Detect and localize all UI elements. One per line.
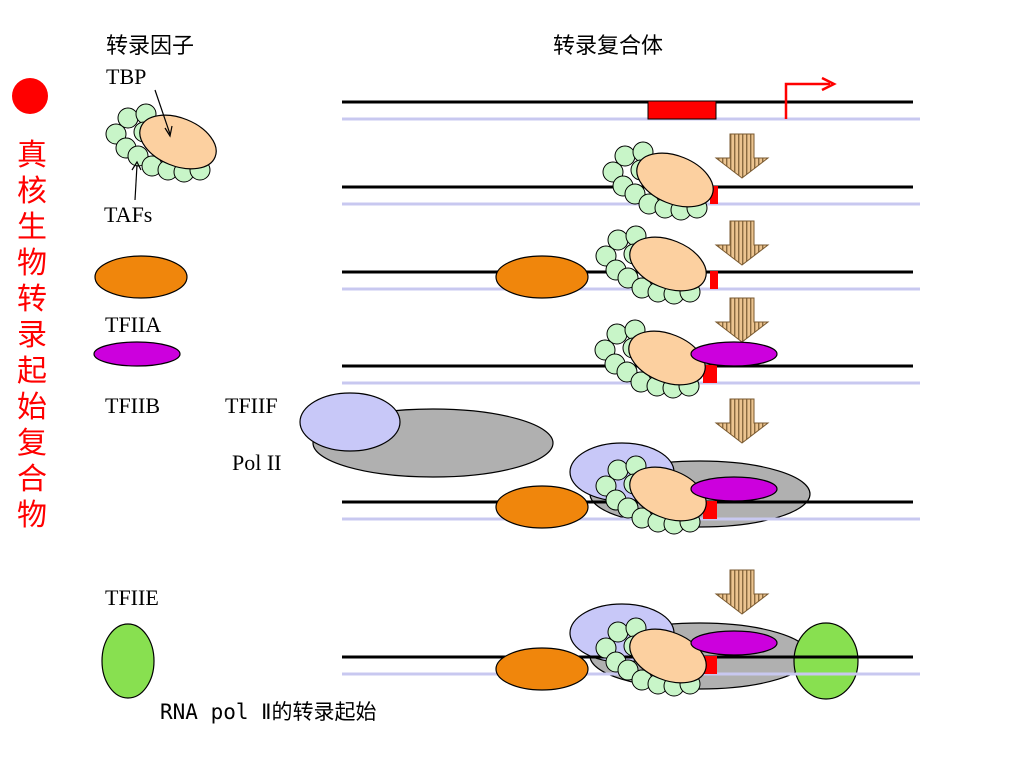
step-arrow-5 — [715, 569, 769, 615]
legend-tfiif-shape — [299, 392, 401, 452]
label-tfiif: TFIIF — [225, 393, 278, 418]
caption-rna-pol: RNA pol — [160, 700, 262, 724]
caption-initiation: Ⅱ的转录起始 — [261, 700, 377, 724]
row3-dna — [342, 225, 920, 305]
label-tafs: TAFs — [104, 202, 153, 227]
legend-tfiib-shape — [93, 341, 181, 367]
label-tbp: TBP — [106, 64, 147, 89]
tata-box — [647, 100, 717, 120]
step-arrow-3 — [715, 297, 769, 343]
header-transcription-complex: 转录复合体 — [553, 34, 664, 59]
header-transcription-factors: 转录因子 — [106, 34, 195, 59]
row2-dna — [342, 141, 920, 221]
start-site-arrow — [784, 82, 830, 119]
row1-dna — [342, 76, 920, 121]
label-pol2: Pol II — [232, 450, 282, 475]
legend-tfiia-shape — [94, 255, 188, 299]
step-arrow-2 — [715, 220, 769, 266]
legend-tfiie-shape — [101, 623, 155, 699]
step-arrow-1 — [715, 133, 769, 179]
legend-tbp-tafs — [105, 89, 225, 201]
side-title: 真核生物转录起始复合物 — [17, 138, 47, 533]
bullet-dot — [12, 78, 48, 114]
caption: RNA pol Ⅱ的转录起始 — [160, 702, 377, 723]
row6-dna — [342, 603, 920, 700]
label-tfiib: TFIIB — [105, 393, 160, 418]
row4-dna — [342, 319, 920, 399]
row5-dna — [342, 442, 920, 535]
step-arrow-4 — [715, 398, 769, 444]
label-tfiia: TFIIA — [105, 312, 162, 337]
label-tfiie: TFIIE — [105, 585, 159, 610]
